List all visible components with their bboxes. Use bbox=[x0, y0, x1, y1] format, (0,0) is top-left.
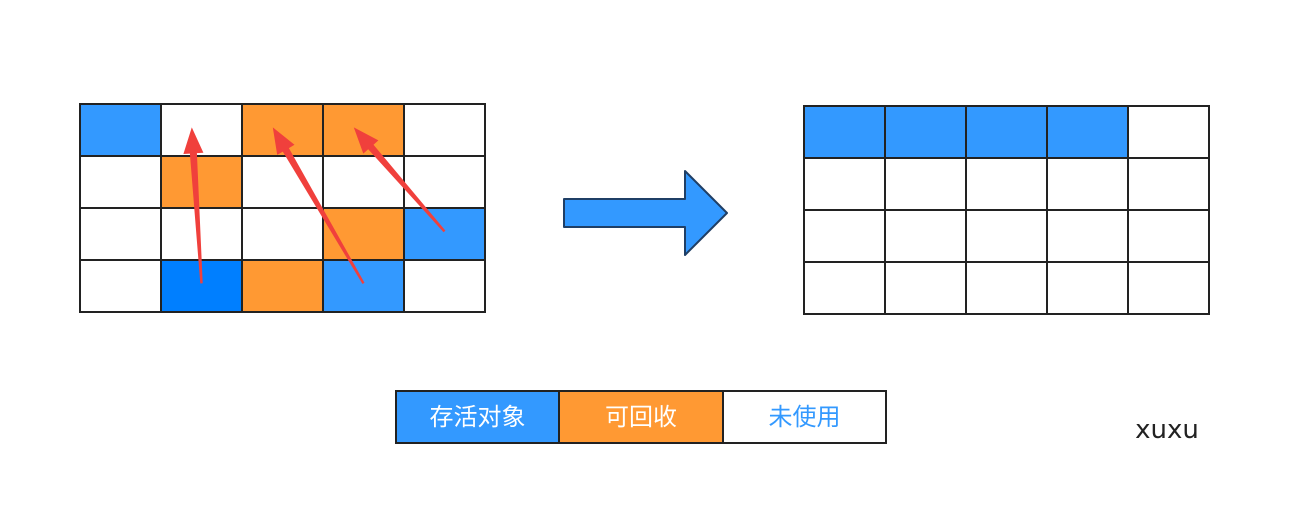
before-cell-unused bbox=[160, 103, 243, 157]
legend-item-unused: 未使用 bbox=[722, 390, 887, 444]
after-cell-alive bbox=[965, 105, 1048, 159]
after-cell-unused bbox=[884, 209, 967, 263]
before-cell-alive_dark bbox=[160, 259, 243, 313]
transition-arrow bbox=[563, 170, 728, 256]
legend-item-alive: 存活对象 bbox=[395, 390, 560, 444]
after-cell-alive bbox=[884, 105, 967, 159]
after-cell-unused bbox=[1127, 209, 1210, 263]
after-cell-unused bbox=[1127, 157, 1210, 211]
after-cell-unused bbox=[803, 157, 886, 211]
memory-grid-before bbox=[79, 103, 486, 313]
before-cell-unused bbox=[403, 259, 486, 313]
before-cell-unused bbox=[322, 155, 405, 209]
after-cell-unused bbox=[803, 261, 886, 315]
after-cell-unused bbox=[965, 209, 1048, 263]
move-arrow-icon bbox=[353, 127, 446, 233]
after-cell-unused bbox=[965, 261, 1048, 315]
move-arrow-icon bbox=[183, 127, 204, 284]
legend-label-unused: 未使用 bbox=[769, 403, 841, 431]
legend-label-reclaimable: 可回收 bbox=[605, 403, 677, 431]
legend-label-alive: 存活对象 bbox=[430, 403, 526, 431]
memory-grid-after bbox=[803, 105, 1210, 315]
after-cell-unused bbox=[1127, 261, 1210, 315]
before-cell-unused bbox=[160, 207, 243, 261]
after-cell-unused bbox=[884, 261, 967, 315]
after-cell-alive bbox=[1046, 105, 1129, 159]
before-cell-unused bbox=[403, 103, 486, 157]
before-cell-alive bbox=[322, 259, 405, 313]
watermark-text: xuxu bbox=[1135, 415, 1199, 445]
before-cell-reclaimable bbox=[241, 259, 324, 313]
after-cell-unused bbox=[1046, 209, 1129, 263]
before-cell-alive bbox=[403, 207, 486, 261]
right-arrow-icon bbox=[563, 170, 728, 256]
before-cell-alive bbox=[79, 103, 162, 157]
before-cell-unused bbox=[79, 155, 162, 209]
legend-item-reclaimable: 可回收 bbox=[558, 390, 724, 444]
after-cell-unused bbox=[803, 209, 886, 263]
after-cell-alive bbox=[803, 105, 886, 159]
after-cell-unused bbox=[1046, 261, 1129, 315]
after-cell-unused bbox=[884, 157, 967, 211]
before-cell-unused bbox=[79, 207, 162, 261]
before-cell-unused bbox=[241, 155, 324, 209]
before-cell-unused bbox=[79, 259, 162, 313]
move-arrow-icon bbox=[272, 127, 365, 285]
legend: 存活对象 可回收 未使用 bbox=[395, 390, 887, 444]
after-cell-unused bbox=[965, 157, 1048, 211]
before-cell-unused bbox=[241, 207, 324, 261]
after-cell-unused bbox=[1127, 105, 1210, 159]
after-cell-unused bbox=[1046, 157, 1129, 211]
before-cell-reclaimable bbox=[160, 155, 243, 209]
move-arrows bbox=[183, 127, 446, 285]
